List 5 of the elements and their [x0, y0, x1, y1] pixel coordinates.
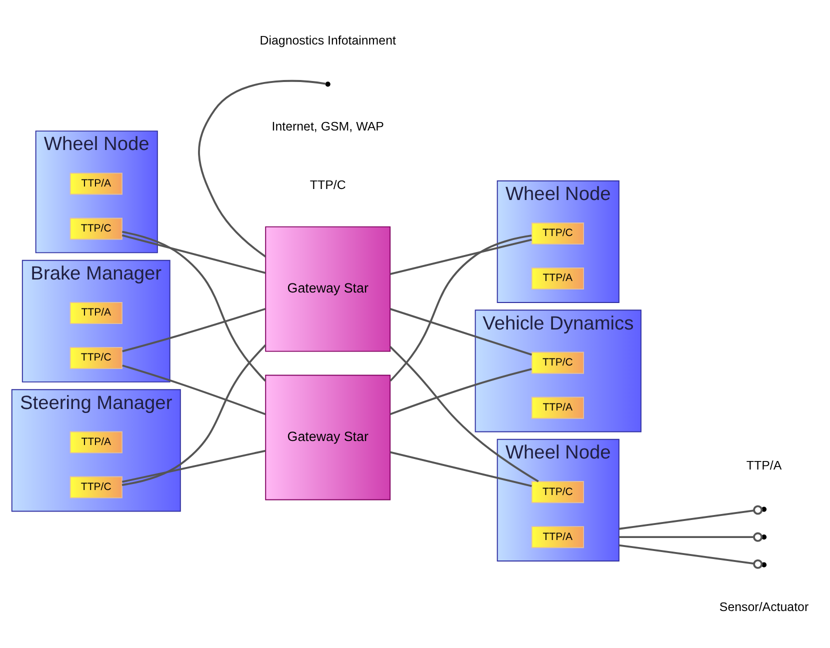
label: Internet, GSM, WAP: [272, 119, 384, 133]
label: Diagnostics Infotainment: [260, 32, 396, 47]
label: TTP/C: [310, 177, 346, 192]
label: Sensor/Actuator: [719, 600, 809, 614]
label: TTP/A: [746, 458, 782, 472]
